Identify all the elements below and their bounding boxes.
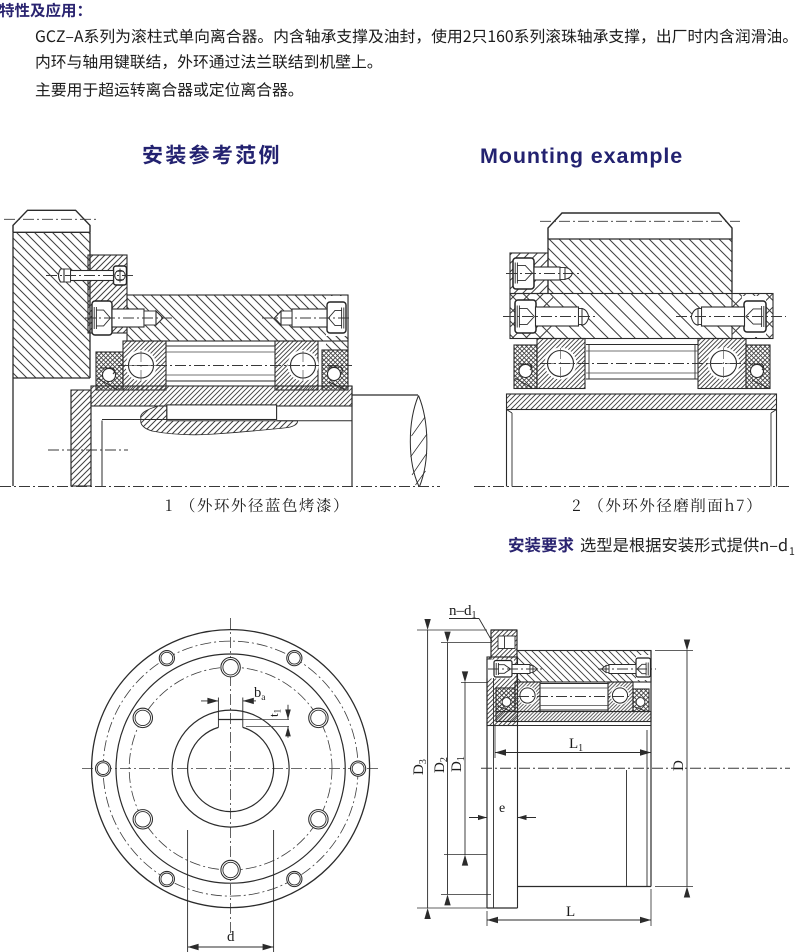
svg-text:Mounting example: Mounting example	[480, 144, 683, 168]
svg-text:L: L	[566, 904, 575, 920]
svg-text:d: d	[227, 929, 235, 945]
svg-text:t1: t1	[266, 709, 283, 717]
svg-text:D: D	[671, 760, 687, 771]
svg-text:e: e	[499, 801, 505, 816]
svg-text:n–d1: n–d1	[449, 603, 477, 621]
